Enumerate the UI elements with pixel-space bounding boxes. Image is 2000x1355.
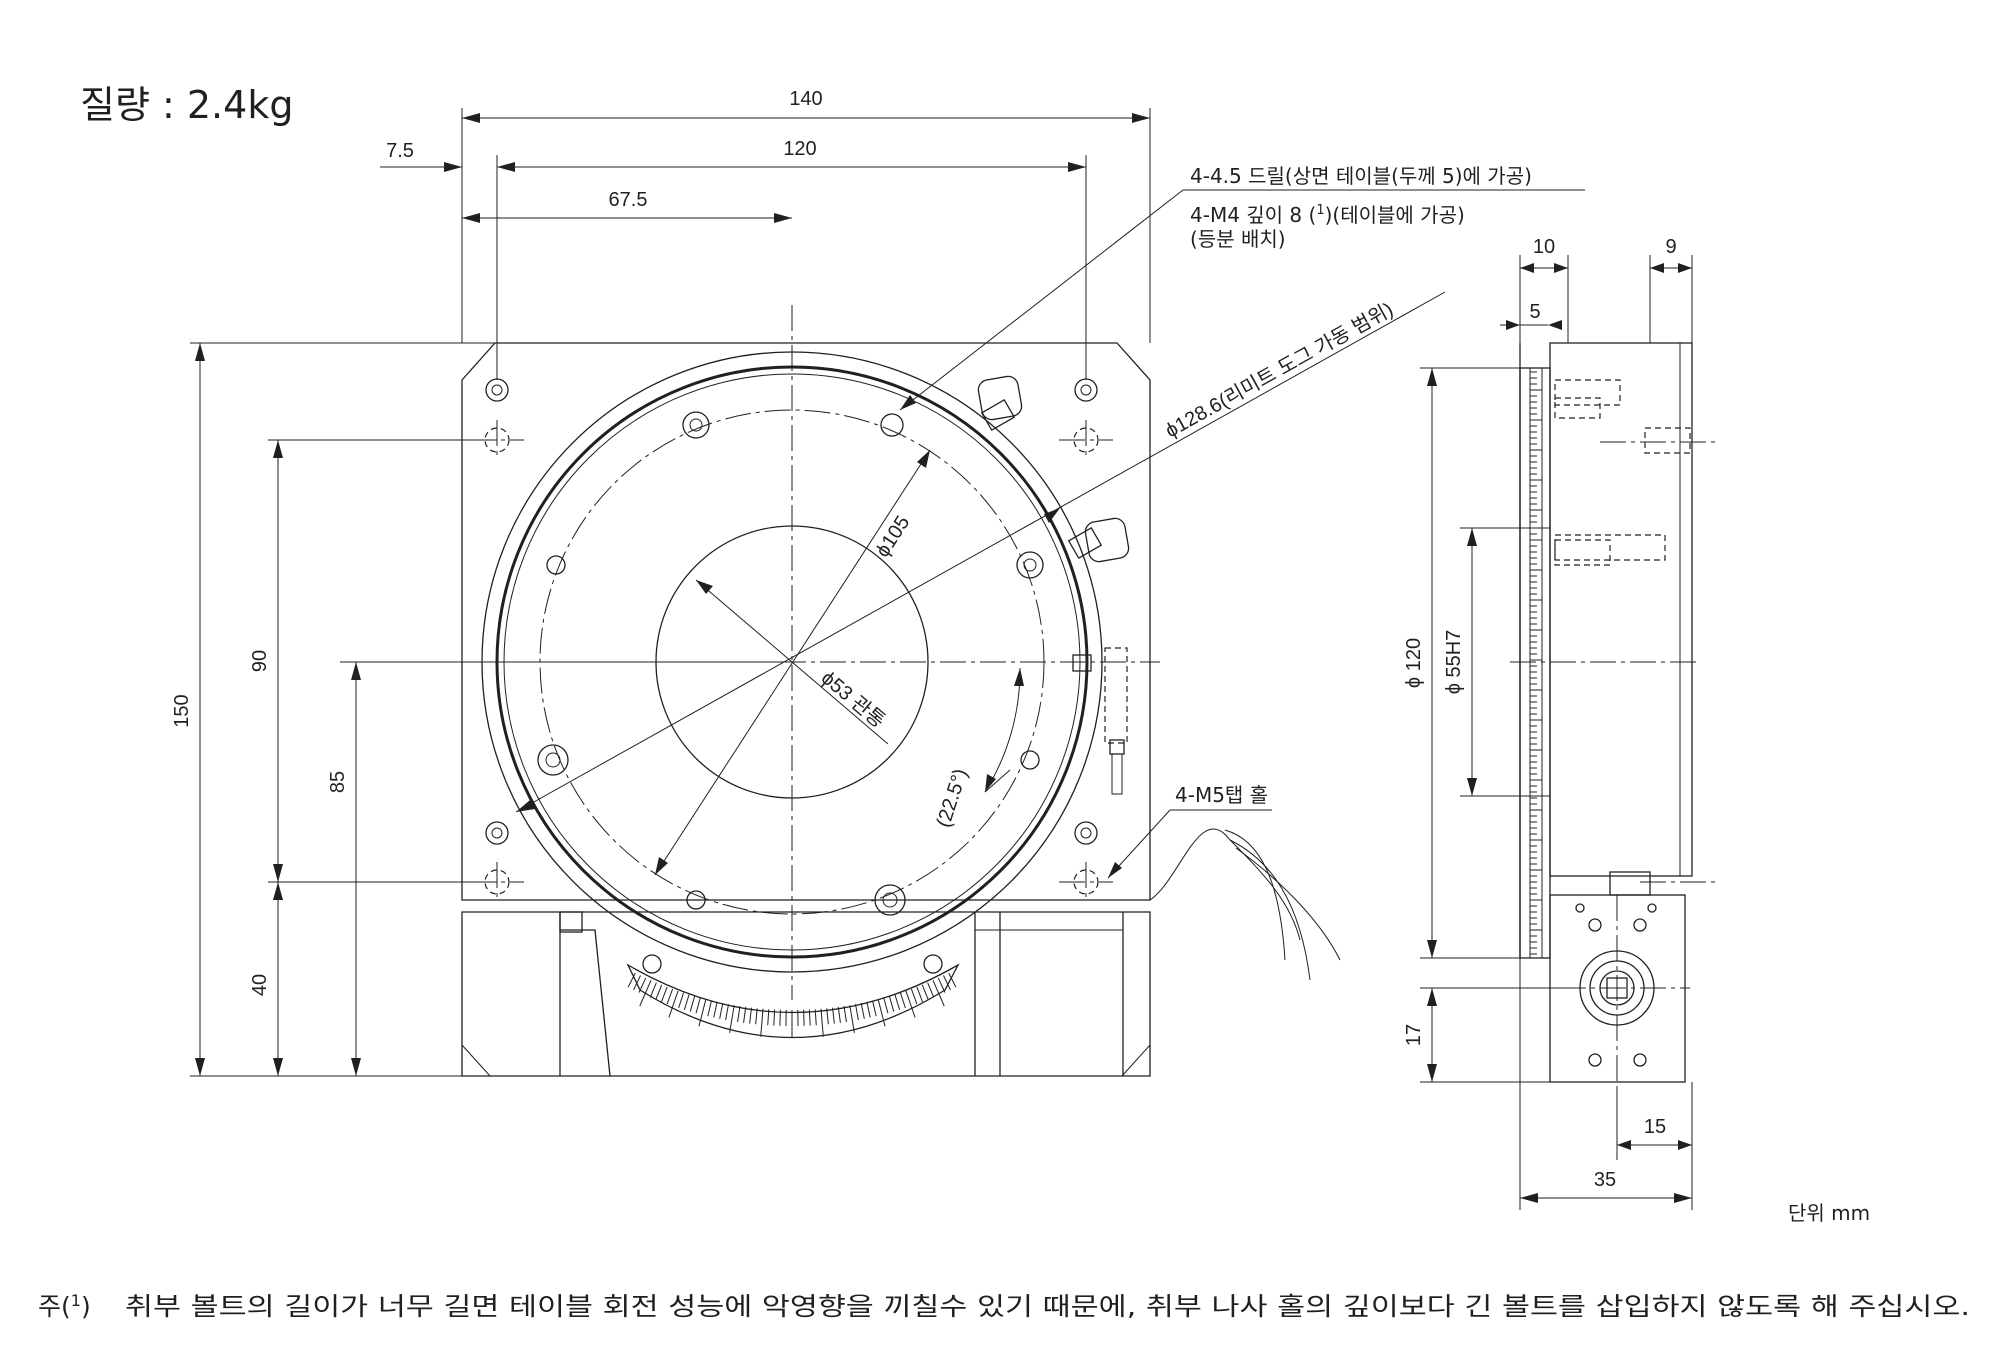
callout-drill-line3: (등분 배치) bbox=[1190, 227, 1286, 251]
units-label: 단위 mm bbox=[1788, 1201, 1870, 1225]
callouts: 4-4.5 드릴(상면 테이블(두께 5)에 가공) 4-M4 깊이 8 (1)… bbox=[899, 164, 1585, 879]
dim-side-5: 5 bbox=[1529, 301, 1540, 323]
lower-housing bbox=[461, 911, 1151, 1077]
scale-screw-left bbox=[642, 954, 662, 974]
dim-side-10: 10 bbox=[1533, 236, 1555, 258]
corner-hole-top-left bbox=[470, 378, 524, 460]
clamp-knob-right bbox=[1067, 517, 1130, 563]
corner-hole-bottom-right bbox=[1059, 821, 1113, 902]
housing-edges bbox=[559, 912, 1124, 1076]
cable-3 bbox=[1229, 839, 1311, 981]
dim-phi53: ϕ53 관통 bbox=[817, 666, 890, 732]
dim-side-15: 15 bbox=[1644, 1116, 1666, 1138]
dim-40: 40 bbox=[249, 974, 271, 996]
dim-side-phi55: ϕ 55H7 bbox=[1443, 630, 1465, 695]
dim-67-5: 67.5 bbox=[609, 189, 648, 211]
cable-4 bbox=[1235, 847, 1341, 961]
cable-1 bbox=[1149, 828, 1301, 941]
scale-screw-right bbox=[923, 954, 943, 974]
side-scale-ticks bbox=[1530, 371, 1542, 955]
lower-chamfers bbox=[461, 1044, 1151, 1077]
dim-phi128: ϕ128.6(리미트 도그 가동 범위) bbox=[1161, 298, 1397, 443]
dim-120: 120 bbox=[783, 138, 816, 160]
dim-150: 150 bbox=[171, 694, 193, 727]
dim-85: 85 bbox=[327, 771, 349, 793]
dim-angle: (22.5°) bbox=[933, 766, 973, 830]
side-body bbox=[1549, 342, 1693, 877]
side-view bbox=[1510, 342, 1720, 1120]
angle-scale-plate bbox=[626, 963, 960, 1039]
dim-side-17: 17 bbox=[1403, 1024, 1425, 1046]
dim-90: 90 bbox=[249, 650, 271, 672]
dim-140: 140 bbox=[789, 88, 822, 110]
callout-drill-line1: 4-4.5 드릴(상면 테이블(두께 5)에 가공) bbox=[1190, 164, 1532, 188]
footnote-marker: 주(1) bbox=[38, 1291, 91, 1321]
housing-tab bbox=[559, 911, 583, 933]
callout-tap: 4-M5탭 홀 bbox=[1175, 783, 1268, 807]
dim-side-9: 9 bbox=[1665, 236, 1676, 258]
mass-label: 질량 : 2.4kg bbox=[80, 83, 293, 127]
cable-2 bbox=[1224, 829, 1286, 961]
base-plate bbox=[461, 342, 1151, 901]
housing-step-left bbox=[560, 929, 611, 1077]
dim-phi105: ϕ105 bbox=[872, 512, 915, 561]
limit-sensor bbox=[1072, 647, 1128, 795]
corner-hole-top-right bbox=[1059, 378, 1113, 460]
table-bolt-holes bbox=[537, 411, 1044, 916]
corner-hole-bottom-left bbox=[470, 821, 524, 902]
scale-ticks bbox=[627, 972, 957, 1038]
dim-7-5: 7.5 bbox=[386, 140, 414, 162]
callout-drill-line2: 4-M4 깊이 8 (1)(테이블에 가공) bbox=[1190, 203, 1465, 227]
clamp-knob-top bbox=[977, 375, 1023, 432]
side-bolts bbox=[1554, 379, 1720, 566]
dim-side-phi120: ϕ 120 bbox=[1403, 638, 1425, 688]
side-dimensions: 10 9 5 ϕ 120 ϕ 55H7 17 15 bbox=[1403, 236, 1693, 1210]
footnote-text: 취부 볼트의 길이가 너무 길면 테이블 회전 성능에 악영향을 끼칠수 있기 … bbox=[125, 1292, 1970, 1321]
dim-side-35: 35 bbox=[1594, 1169, 1616, 1191]
